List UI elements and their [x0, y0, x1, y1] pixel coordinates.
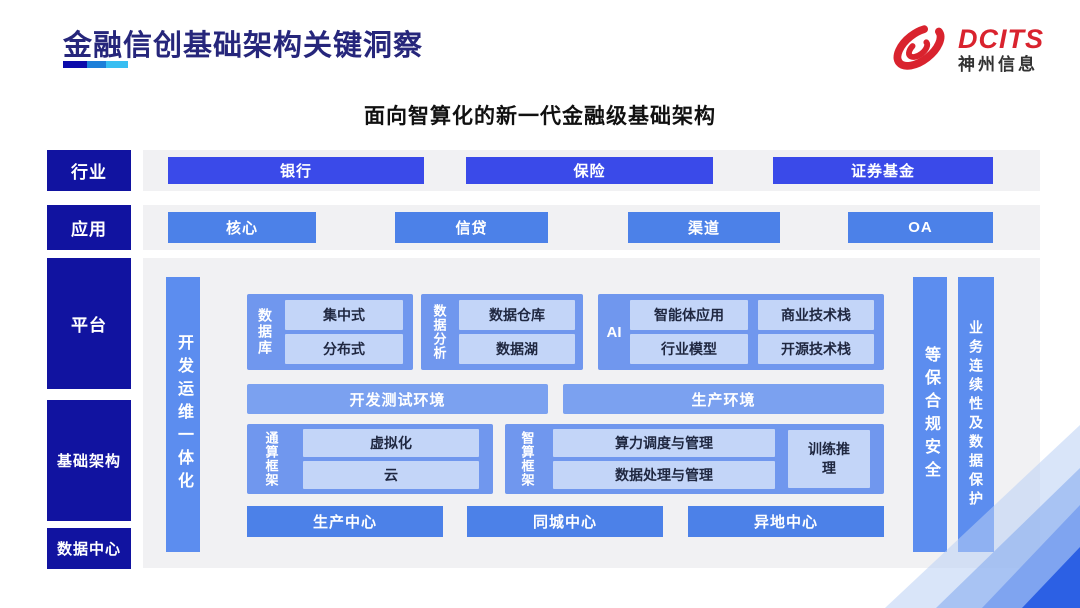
- center-production: 生产中心: [247, 506, 443, 537]
- ai-item-opensource-stack: 开源技术栈: [758, 334, 874, 364]
- ai-item-commercial-stack: 商业技术栈: [758, 300, 874, 330]
- smart-compute-item-scheduling: 算力调度与管理: [553, 429, 775, 457]
- general-compute-group: 通算框架 虚拟化 云: [247, 424, 493, 494]
- database-item-distributed: 分布式: [285, 334, 403, 364]
- dcits-swirl-icon: [888, 16, 950, 83]
- application-item-channel: 渠道: [628, 212, 780, 243]
- layer-label-application: 应用: [47, 205, 131, 250]
- industry-item-insurance: 保险: [466, 157, 713, 184]
- smart-compute-group: 智算框架 算力调度与管理 数据处理与管理 训练推理: [505, 424, 884, 494]
- analytics-item-lake: 数据湖: [459, 334, 575, 364]
- env-production: 生产环境: [563, 384, 884, 414]
- smart-compute-label-text: 智算框架: [519, 431, 535, 487]
- business-continuity-label: 业务连续性及数据保护: [968, 319, 984, 510]
- ai-item-agent-app: 智能体应用: [630, 300, 748, 330]
- smart-compute-item-training-inference: 训练推理: [788, 430, 870, 488]
- application-item-core: 核心: [168, 212, 316, 243]
- env-dev-test: 开发测试环境: [247, 384, 548, 414]
- diagram-title: 面向智算化的新一代金融级基础架构: [364, 105, 716, 128]
- ai-group: AI 智能体应用 商业技术栈 行业模型 开源技术栈: [598, 294, 884, 370]
- database-item-centralized: 集中式: [285, 300, 403, 330]
- underline-segment: [63, 61, 87, 68]
- ai-group-label: AI: [606, 323, 622, 341]
- page-title: 金融信创基础架构关键洞察: [63, 30, 424, 62]
- logo-brand-text: DCITS: [958, 24, 1044, 55]
- security-compliance-bar: 等保合规安全: [913, 277, 947, 552]
- analytics-group-label: 数据分析: [421, 294, 457, 370]
- general-compute-item-cloud: 云: [303, 461, 479, 489]
- layer-label-industry: 行业: [47, 150, 131, 191]
- underline-segment: [106, 61, 128, 68]
- database-group-label: 数据库: [247, 294, 283, 370]
- title-underline: [63, 61, 128, 68]
- center-remote: 异地中心: [688, 506, 884, 537]
- underline-segment: [87, 61, 106, 68]
- analytics-group-label-text: 数据分析: [431, 304, 447, 360]
- layer-label-platform: 平台: [47, 258, 131, 389]
- industry-item-securities: 证券基金: [773, 157, 993, 184]
- devops-bar-label: 开发运维一体化: [175, 334, 192, 495]
- devops-bar: 开发运维一体化: [166, 277, 200, 552]
- logo-company-name: 神州信息: [958, 54, 1038, 74]
- general-compute-item-virtualization: 虚拟化: [303, 429, 479, 457]
- layer-label-infrastructure: 基础架构: [47, 400, 131, 521]
- general-compute-label: 通算框架: [247, 424, 295, 494]
- analytics-group: 数据分析 数据仓库 数据湖: [421, 294, 583, 370]
- general-compute-label-text: 通算框架: [263, 431, 279, 487]
- database-group-label-text: 数据库: [257, 308, 273, 356]
- company-logo: DCITS 神州信息: [888, 16, 1044, 83]
- center-same-city: 同城中心: [467, 506, 663, 537]
- database-group: 数据库 集中式 分布式: [247, 294, 413, 370]
- analytics-item-warehouse: 数据仓库: [459, 300, 575, 330]
- ai-item-industry-model: 行业模型: [630, 334, 748, 364]
- application-item-oa: OA: [848, 212, 993, 243]
- application-item-credit: 信贷: [395, 212, 548, 243]
- industry-item-bank: 银行: [168, 157, 424, 184]
- layer-label-datacenter: 数据中心: [47, 528, 131, 569]
- security-compliance-label: 等保合规安全: [922, 345, 939, 484]
- smart-compute-item-dataproc: 数据处理与管理: [553, 461, 775, 489]
- smart-compute-label: 智算框架: [505, 424, 549, 494]
- business-continuity-bar: 业务连续性及数据保护: [958, 277, 994, 552]
